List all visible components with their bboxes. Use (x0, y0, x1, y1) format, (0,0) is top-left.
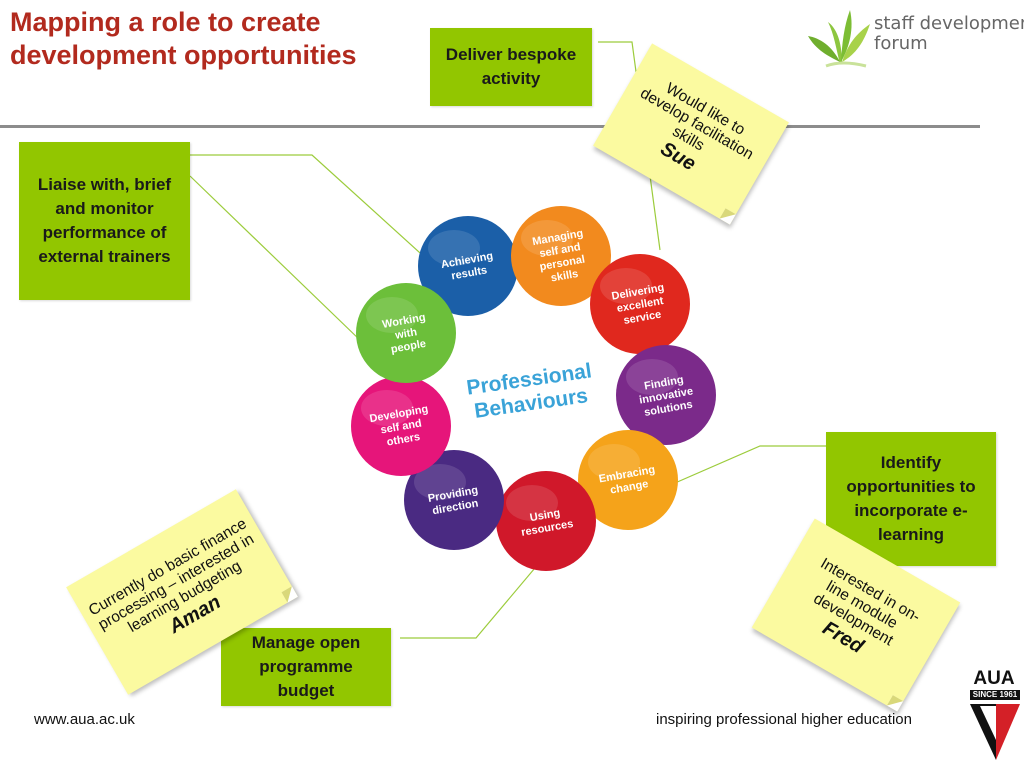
footer-tagline: inspiring professional higher education (656, 711, 912, 728)
connector-liaise-top (190, 154, 431, 263)
behaviour-circle-shape (418, 216, 518, 316)
logo-line2: forum (874, 33, 928, 54)
behaviour-circle-shape (356, 283, 456, 383)
connector-manage (400, 542, 557, 639)
connector-liaise-bottom (189, 175, 363, 343)
behaviour-label: Using (529, 507, 561, 524)
divider (0, 125, 980, 128)
behaviour-circle-shape (404, 450, 504, 550)
behaviour-circle-shape (578, 430, 678, 530)
behaviour-label: skills (550, 268, 579, 285)
behaviour-label: with (393, 326, 418, 342)
aua-logo: AUA SINCE 1961 (966, 668, 1022, 764)
footer-url[interactable]: www.aua.ac.uk (34, 711, 135, 728)
connector-deliver (598, 41, 661, 251)
page-title: Mapping a role to create development opp… (10, 7, 357, 70)
behaviour-circle-shape (496, 471, 596, 571)
connector-lines (189, 41, 826, 639)
behaviour-circle-shape (616, 345, 716, 445)
aua-logo-text: AUA (973, 668, 1015, 689)
task-manage-budget: Manage open programme budget (221, 628, 391, 706)
task-liaise-external-trainers: Liaise with, brief and monitor performan… (19, 142, 190, 300)
leaf-icon (808, 10, 870, 68)
behaviour-circle-shape (511, 206, 611, 306)
behaviour-circle-shape (351, 376, 451, 476)
task-deliver-bespoke-activity: Deliver bespoke activity (430, 28, 592, 106)
aua-logo-since: SINCE 1961 (970, 690, 1020, 700)
aua-chevron-icon (970, 704, 1020, 760)
behaviour-label: others (386, 431, 421, 449)
staff-development-forum-logo: staff development forum (806, 4, 1024, 68)
logo-line1: staff development (874, 13, 1024, 34)
behaviour-circle-shape (590, 254, 690, 354)
